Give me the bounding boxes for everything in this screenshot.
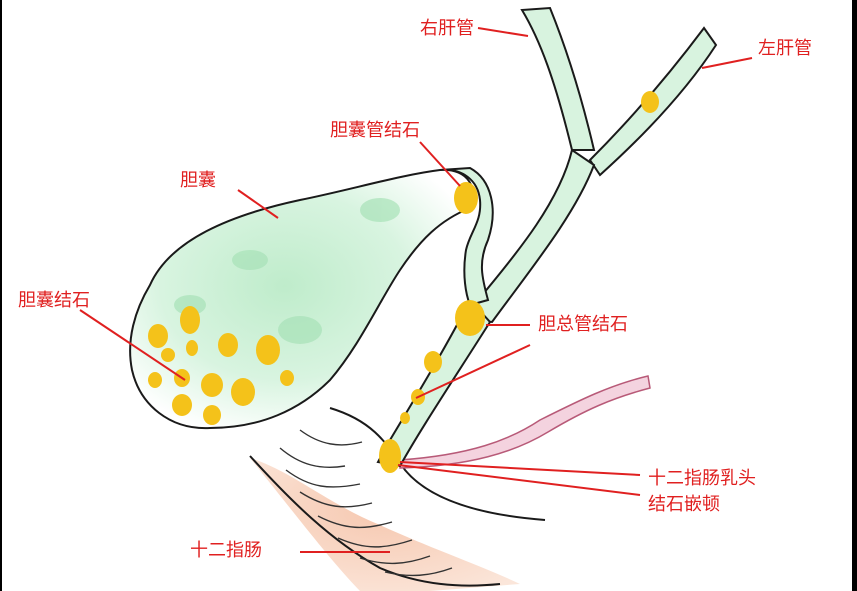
duodenum-folds — [279, 429, 453, 577]
label-cystic-duct-stone: 胆囊管结石 — [330, 120, 420, 141]
duodenum-outline-upper — [329, 407, 546, 521]
common-bile-duct-stone-large — [455, 300, 485, 336]
label-papilla-stone-line2: 结石嵌顿 — [648, 494, 720, 515]
common-bile-duct-stone-2 — [424, 351, 442, 373]
leader-papilla-1 — [399, 461, 641, 476]
duodenum — [250, 458, 520, 591]
leader-right-hepatic — [477, 27, 529, 37]
leader-cbd-stone-2 — [415, 344, 531, 399]
right-hepatic-duct — [520, 6, 596, 151]
label-papilla-stone-line1: 十二指肠乳头 — [648, 468, 756, 489]
label-right-hepatic-duct: 右肝管 — [420, 18, 474, 39]
gallbladder — [129, 168, 474, 430]
pancreatic-duct — [399, 375, 651, 469]
label-gallbladder: 胆囊 — [180, 170, 216, 191]
common-bile-duct-stone-4 — [400, 412, 410, 424]
papilla-impacted-stone — [379, 439, 401, 473]
leader-cystic-stone — [419, 141, 461, 187]
leader-papilla-2 — [397, 464, 641, 496]
cystic-duct — [439, 166, 494, 307]
label-common-bile-duct-stone: 胆总管结石 — [538, 314, 628, 335]
left-hepatic-stone — [641, 91, 659, 113]
gallbladder-green-patches — [174, 198, 400, 344]
duodenum-outline-lower — [249, 455, 501, 587]
label-duodenum: 十二指肠 — [190, 540, 262, 561]
label-left-hepatic-duct: 左肝管 — [758, 38, 812, 59]
label-gallbladder-stones: 胆囊结石 — [18, 290, 90, 311]
leader-left-hepatic — [701, 57, 753, 69]
leader-gallbladder — [237, 189, 279, 219]
cystic-duct-stone — [454, 182, 478, 214]
leader-gallbladder-stones — [79, 309, 186, 381]
leader-lines — [79, 27, 753, 553]
gallbladder-stones — [148, 306, 294, 425]
